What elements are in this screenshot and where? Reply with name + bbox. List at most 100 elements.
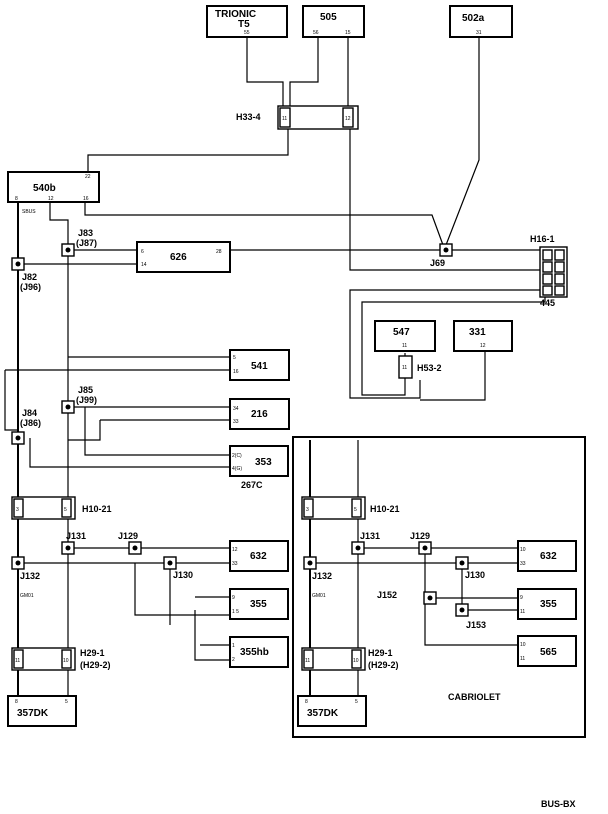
label-355: 355 [250, 599, 267, 610]
label-h29-2: (H29-2) [80, 660, 111, 670]
label-h10-21: H10-21 [82, 504, 112, 514]
pin-label: 11 [520, 656, 525, 662]
label-355hb: 355hb [240, 647, 269, 658]
pin-label: 56 [313, 30, 319, 36]
connector-h29-1-right: 11 10 H29-1 (H29-2) [301, 647, 399, 671]
pin-label: 33 [233, 419, 239, 425]
label-j129: J129 [118, 531, 138, 541]
connector-h10-21-left: 3 5 H10-21 [11, 496, 112, 520]
cabriolet-frame [292, 436, 586, 738]
box-626: 626 6 14 28 [136, 241, 231, 273]
pin-label: SBUS [22, 209, 36, 215]
pin-label: 5 [233, 355, 236, 361]
label-h29-1-right: H29-1 [368, 648, 393, 658]
box-505: 505 56 15 [302, 5, 365, 38]
label-h16-1: H16-1 [530, 234, 555, 244]
label-h33-4: H33-4 [236, 112, 261, 122]
pin-label: 16 [83, 196, 89, 202]
wire-label: GM01 [20, 593, 34, 599]
pin-label: 11 [15, 658, 20, 664]
pin-label: 5 [354, 507, 357, 513]
label-632: 632 [250, 551, 267, 562]
label-h29-1: H29-1 [80, 648, 105, 658]
label-357dk-right: 357DK [307, 708, 339, 719]
connector-h33-4: H33-4 11 12 [236, 105, 359, 130]
wire-label: GM01 [312, 593, 326, 599]
pin-label: 12 [48, 196, 54, 202]
label-j131: J131 [66, 531, 86, 541]
label-h29-2-right: (H29-2) [368, 660, 399, 670]
label-j131-right: J131 [360, 531, 380, 541]
pin-label: 8 [15, 699, 18, 705]
label-j132: J132 [20, 571, 40, 581]
label-j130: J130 [173, 570, 193, 580]
pin-label: 11 [282, 116, 287, 122]
trionic-label: TRIONIC [215, 9, 256, 20]
label-h53-2: H53-2 [417, 363, 442, 373]
pin-label: 10 [63, 658, 69, 664]
label-547: 547 [393, 327, 410, 338]
box-547: 547 11 [374, 320, 436, 352]
box-216: 216 34 33 [229, 398, 290, 430]
label-353: 353 [255, 457, 272, 468]
label-331: 331 [469, 327, 486, 338]
pin-label: 11 [520, 609, 525, 615]
label-541: 541 [251, 361, 268, 372]
label-j84: J84 [22, 408, 37, 418]
connector-h29-1-left: 11 10 H29-1 (H29-2) [11, 647, 111, 671]
box-355-left: 355 9 1 5 [229, 588, 289, 620]
pin-label: 8 [305, 699, 308, 705]
cabriolet-label: CABRIOLET [448, 692, 501, 702]
pin-label: 31 [476, 30, 482, 36]
pin-label: 10 [520, 547, 526, 553]
pin-label: 4(G) [232, 466, 242, 472]
label-355-right: 355 [540, 599, 557, 610]
trionic-box: TRIONIC T5 55 [206, 5, 288, 38]
label-j85: J85 [78, 385, 93, 395]
pin-label: 12 [345, 116, 351, 122]
label-j86: (J86) [20, 418, 41, 428]
label-j87: (J87) [76, 238, 97, 248]
label-j99: (J99) [76, 395, 97, 405]
pin-label: 1 5 [232, 609, 239, 615]
label-j96: (J96) [20, 282, 41, 292]
label-267c: 267C [241, 480, 263, 490]
pin-label: 22 [85, 174, 91, 180]
label-565: 565 [540, 647, 557, 658]
pin-label: 28 [216, 249, 222, 255]
label-j82: J82 [22, 272, 37, 282]
pin-label: 10 [520, 642, 526, 648]
box-632-right: 632 10 33 [517, 540, 577, 572]
pin-label: 12 [480, 343, 486, 349]
connector-h53-2: 11 H53-2 [398, 355, 442, 379]
box-355-right: 355 9 11 [517, 588, 577, 620]
pin-label: 2(C) [232, 453, 242, 459]
box-331: 331 12 [453, 320, 513, 352]
pin-label: 55 [244, 30, 250, 36]
pin-label: 12 [232, 547, 238, 553]
label-632-right: 632 [540, 551, 557, 562]
pin-label: 11 [402, 343, 407, 349]
diagram-code: BUS-BX [541, 799, 576, 809]
label-j69: J69 [430, 258, 445, 268]
pin-label: 6 [141, 249, 144, 255]
label-445: 445 [540, 298, 555, 308]
pin-label: 16 [233, 369, 239, 375]
pin-label: 9 [232, 595, 235, 601]
label-j132-right: J132 [312, 571, 332, 581]
box-353: 353 2(C) 4(G) 267C [229, 445, 289, 490]
label-357dk: 357DK [17, 708, 49, 719]
label-505: 505 [320, 12, 337, 23]
pin-label: 15 [345, 30, 351, 36]
pin-label: 11 [305, 658, 310, 664]
box-632-left: 632 12 33 [229, 540, 289, 572]
box-540b: 540b 22 8 12 16 SBUS [7, 171, 100, 215]
pin-label: 9 [520, 595, 523, 601]
label-626: 626 [170, 252, 187, 263]
trionic-t5-label: T5 [238, 19, 250, 30]
junction-nodes [11, 243, 469, 617]
box-357dk-left: 357DK 8 5 [7, 695, 77, 727]
pin-label: 5 [355, 699, 358, 705]
